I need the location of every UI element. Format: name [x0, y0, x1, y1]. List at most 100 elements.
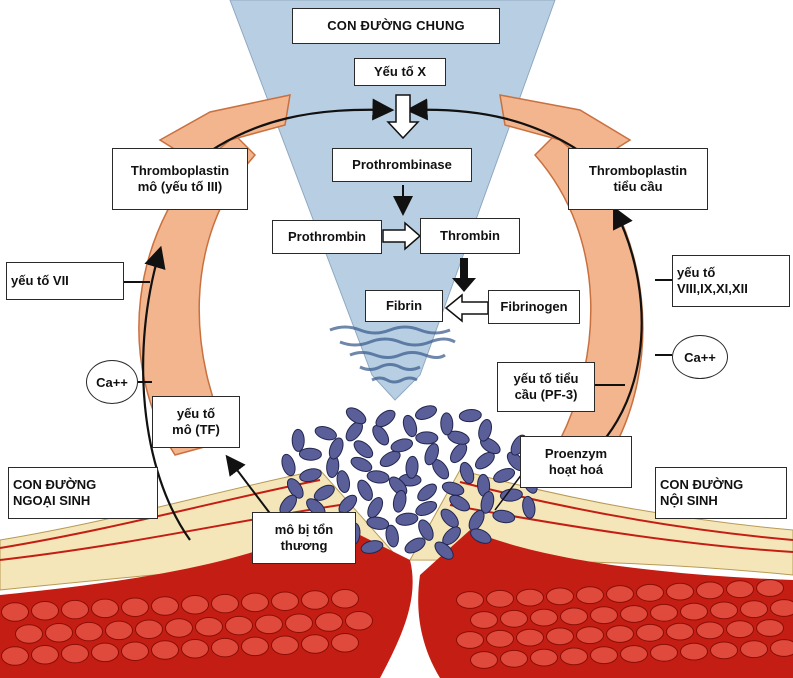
clot-cell — [415, 501, 438, 516]
clot-cell — [492, 509, 516, 524]
tissue-cell — [530, 648, 558, 667]
tissue-cell — [255, 614, 283, 635]
fibrin-strands — [329, 325, 456, 384]
tissue-factor-box: yếu tố mô (TF) — [152, 396, 240, 448]
clot-cell — [405, 455, 419, 479]
tissue-cell — [271, 591, 299, 611]
clot-cell — [360, 540, 384, 554]
clot-cell — [449, 494, 470, 512]
clot-cell — [375, 409, 396, 428]
tissue-cell — [546, 587, 574, 606]
tissue-cell — [345, 611, 373, 631]
platelet-clot — [279, 405, 552, 560]
hollow-arrow-right — [382, 221, 422, 251]
tissue-cell — [91, 642, 119, 663]
fibrin-box: Fibrin — [365, 290, 443, 322]
arrow-damaged-to-tf — [225, 454, 276, 521]
tissue-cell — [516, 628, 544, 647]
clot-cell — [470, 528, 492, 544]
prothrombinase-box: Prothrombinase — [332, 148, 472, 182]
tissue-cell — [576, 626, 604, 645]
clot-cell — [480, 491, 495, 514]
tissue-cell — [1, 646, 29, 666]
clot-cell — [314, 426, 337, 441]
tissue-cell — [590, 606, 618, 625]
clot-cell — [366, 516, 390, 530]
arrow-left-cycle — [142, 245, 191, 541]
tissue-cell — [546, 627, 574, 646]
tissue-cell — [740, 640, 768, 659]
tissue-cell — [500, 649, 528, 668]
tissue-cell — [650, 603, 678, 622]
clot-cell — [390, 438, 414, 453]
black-arrow-thrombin-down — [452, 258, 476, 292]
tissue-cell — [61, 643, 89, 664]
clot-cell — [493, 467, 516, 483]
tissue-cell — [75, 621, 103, 642]
tissue-cell — [770, 599, 793, 617]
tissue-cell — [151, 596, 179, 616]
clot-cell — [441, 481, 465, 496]
tissue-cell — [680, 642, 708, 661]
calcium-right-circle: Ca++ — [672, 335, 728, 379]
intrinsic-factors-box: yếu tố VIII,IX,XI,XII — [672, 255, 790, 307]
tissue-cell — [636, 623, 664, 642]
tissue-cell — [331, 589, 359, 609]
tissue-cell — [590, 646, 618, 665]
tissue-cell — [666, 582, 694, 601]
clot-cell — [336, 470, 351, 493]
tissue-cell — [225, 615, 253, 636]
tissue-cell — [756, 579, 784, 597]
tissue-cell — [151, 640, 179, 660]
tissue-cell — [620, 605, 648, 623]
clot-cell — [299, 468, 322, 483]
clot-cell — [353, 440, 374, 459]
tissue-cell — [31, 645, 59, 665]
tissue-cell — [770, 639, 793, 657]
prothrombin-box: Prothrombin — [272, 220, 382, 254]
tissue-cell — [135, 619, 163, 639]
tissue-cell — [470, 651, 498, 669]
tissue-cell — [301, 590, 329, 610]
calcium-left-circle: Ca++ — [86, 360, 138, 404]
clot-cell — [424, 443, 439, 466]
clot-cell — [298, 447, 322, 461]
clot-cell — [372, 424, 390, 446]
tissue-cell — [211, 637, 239, 658]
clot-cell — [286, 478, 304, 499]
clot-cell — [402, 414, 418, 438]
clot-cell — [350, 456, 373, 472]
tissue-cell — [315, 612, 343, 632]
clot-cell — [395, 512, 419, 526]
tissue-cell — [516, 588, 544, 607]
tissue-cell — [31, 601, 59, 621]
clot-cell — [379, 450, 401, 468]
tissue-thromboplastin-box: Thromboplastin mô (yếu tố III) — [112, 148, 248, 210]
tissue-cell — [666, 622, 694, 641]
tissue-cells — [1, 579, 793, 669]
tissue-cell — [606, 585, 634, 603]
clot-cell — [366, 470, 390, 484]
tissue-cell — [530, 608, 558, 627]
tissue-cell — [636, 583, 664, 602]
tissue-cell — [121, 641, 149, 661]
clot-cell — [440, 508, 459, 528]
tissue-cell — [486, 589, 514, 608]
common-pathway-funnel — [229, 0, 556, 401]
damaged-tissue-box: mô bị tổn thương — [252, 512, 356, 564]
clot-cell — [281, 453, 296, 477]
clot-cell — [313, 484, 335, 501]
tissue-cell — [470, 611, 498, 629]
tissue-cell — [650, 643, 678, 662]
tissue-cell — [696, 581, 724, 600]
tissue-cell — [710, 601, 738, 620]
tissue-cell — [181, 595, 209, 615]
tissue-cell — [576, 586, 604, 605]
tissue-cell — [756, 619, 784, 637]
tissue-cell — [696, 621, 724, 640]
thrombin-box: Thrombin — [420, 218, 520, 254]
tissue-cell — [61, 599, 89, 620]
intrinsic-pathway-label: CON ĐƯỜNG NỘI SINH — [655, 467, 787, 519]
clot-cell — [418, 519, 434, 541]
